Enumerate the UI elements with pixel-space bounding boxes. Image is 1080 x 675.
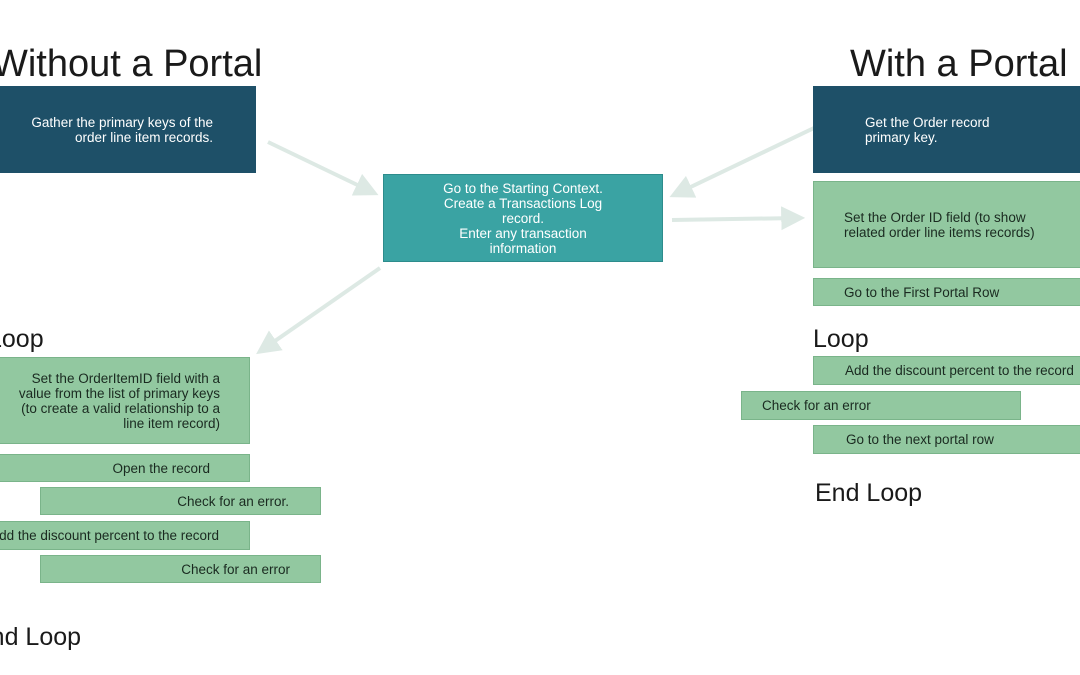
first-portal-row-box: Go to the First Portal Row [813, 278, 1080, 306]
arrow-gather-to-context [267, 140, 379, 196]
arrow-context-to-loop [256, 266, 382, 355]
set-orderitemid-text: Set the OrderItemID field with a value f… [18, 370, 220, 431]
check-error-box-1: Check for an error. [40, 487, 321, 515]
right-loop-label: Loop [813, 325, 869, 353]
open-record-box: Open the record [0, 454, 250, 482]
next-portal-row-text: Go to the next portal row [846, 432, 994, 447]
next-portal-row-box: Go to the next portal row [813, 425, 1080, 454]
gather-keys-box: Gather the primary keys of the order lin… [0, 86, 256, 173]
gather-keys-text: Gather the primary keys of the order lin… [31, 114, 213, 145]
add-discount-text-left: Add the discount percent to the record [0, 528, 219, 543]
left-end-loop-label: End Loop [0, 623, 82, 651]
starting-context-box: Go to the Starting Context. Create a Tra… [383, 174, 663, 262]
get-order-key-text: Get the Order record primary key. [865, 114, 990, 145]
add-discount-box-left: Add the discount percent to the record [0, 521, 250, 550]
left-loop-label: Loop [0, 325, 44, 353]
get-order-key-box: Get the Order record primary key. [813, 86, 1080, 173]
check-error-box-right: Check for an error [741, 391, 1021, 420]
add-discount-box-right: Add the discount percent to the record [813, 356, 1080, 385]
arrow-context-to-setorder [671, 206, 806, 231]
left-title: Without a Portal [0, 43, 263, 85]
check-error-box-2: Check for an error [40, 555, 321, 583]
open-record-text: Open the record [112, 460, 210, 476]
set-order-id-text: Set the Order ID field (to show related … [844, 209, 1035, 240]
check-error-text-right: Check for an error [762, 398, 871, 413]
right-title: With a Portal [850, 43, 1068, 85]
set-order-id-box: Set the Order ID field (to show related … [813, 181, 1080, 268]
add-discount-text-right: Add the discount percent to the record [845, 363, 1074, 378]
check-error-text-2: Check for an error [181, 561, 290, 577]
arrow-getkey-to-context [669, 126, 815, 198]
right-end-loop-label: End Loop [815, 479, 923, 507]
set-orderitemid-box: Set the OrderItemID field with a value f… [0, 357, 250, 444]
first-portal-row-text: Go to the First Portal Row [844, 284, 1000, 300]
starting-context-text: Go to the Starting Context. Create a Tra… [443, 180, 603, 256]
check-error-text-1: Check for an error. [177, 493, 289, 509]
